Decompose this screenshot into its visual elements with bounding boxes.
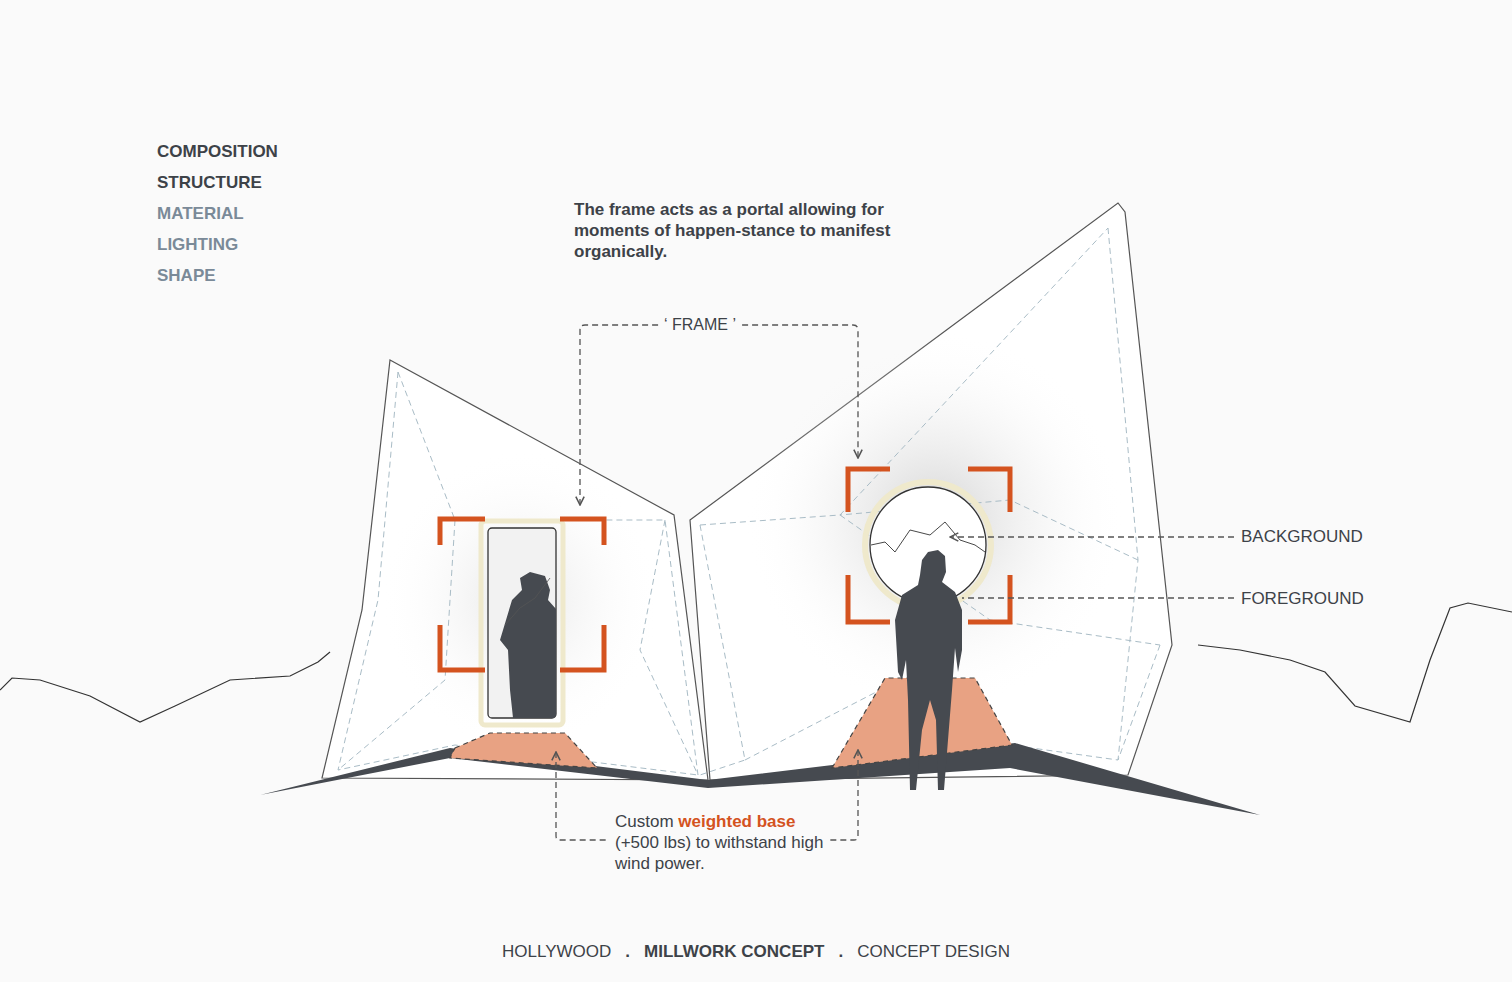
mirror-frame (488, 528, 556, 718)
design-note: The frame acts as a portal allowing for … (574, 199, 894, 262)
weighted-base (450, 733, 597, 768)
callout-label: BACKGROUND (1241, 526, 1363, 547)
facet-lines (338, 228, 1160, 775)
light-glow (380, 450, 660, 750)
menu-item: STRUCTURE (157, 172, 262, 193)
footer-text: MILLWORK CONCEPT (644, 941, 824, 962)
leader-line (556, 325, 1234, 840)
frame-bracket (440, 469, 1010, 670)
footer: HOLLYWOOD. MILLWORK CONCEPT. CONCEPT DESIG… (0, 941, 1512, 962)
ground (260, 743, 1260, 815)
mountain-line (0, 652, 330, 722)
footer-separator: . (625, 941, 630, 962)
callout-label: FOREGROUND (1241, 588, 1364, 609)
left-panel (322, 360, 708, 780)
base-note: (+500 lbs) to withstand high wind power. (615, 833, 823, 873)
base-note-block: Custom weighted base (+500 lbs) to withs… (615, 811, 827, 874)
base-note: Custom (615, 812, 674, 831)
menu-item: COMPOSITION (157, 141, 278, 162)
menu-item: LIGHTING (157, 234, 238, 255)
person-silhouette (895, 550, 962, 790)
frame-label: ‘ FRAME ’ (660, 314, 740, 335)
base-note-highlight: weighted base (678, 812, 795, 831)
footer-separator: . (838, 941, 843, 962)
footer-text: HOLLYWOOD (502, 941, 611, 962)
frame-glow (481, 521, 563, 725)
footer-text: CONCEPT DESIGN (857, 941, 1010, 962)
horizon-line (871, 522, 985, 552)
reflected-person (500, 572, 556, 718)
mountain-line (1198, 603, 1512, 722)
menu-item: MATERIAL (157, 203, 244, 224)
menu-item: SHAPE (157, 265, 216, 286)
